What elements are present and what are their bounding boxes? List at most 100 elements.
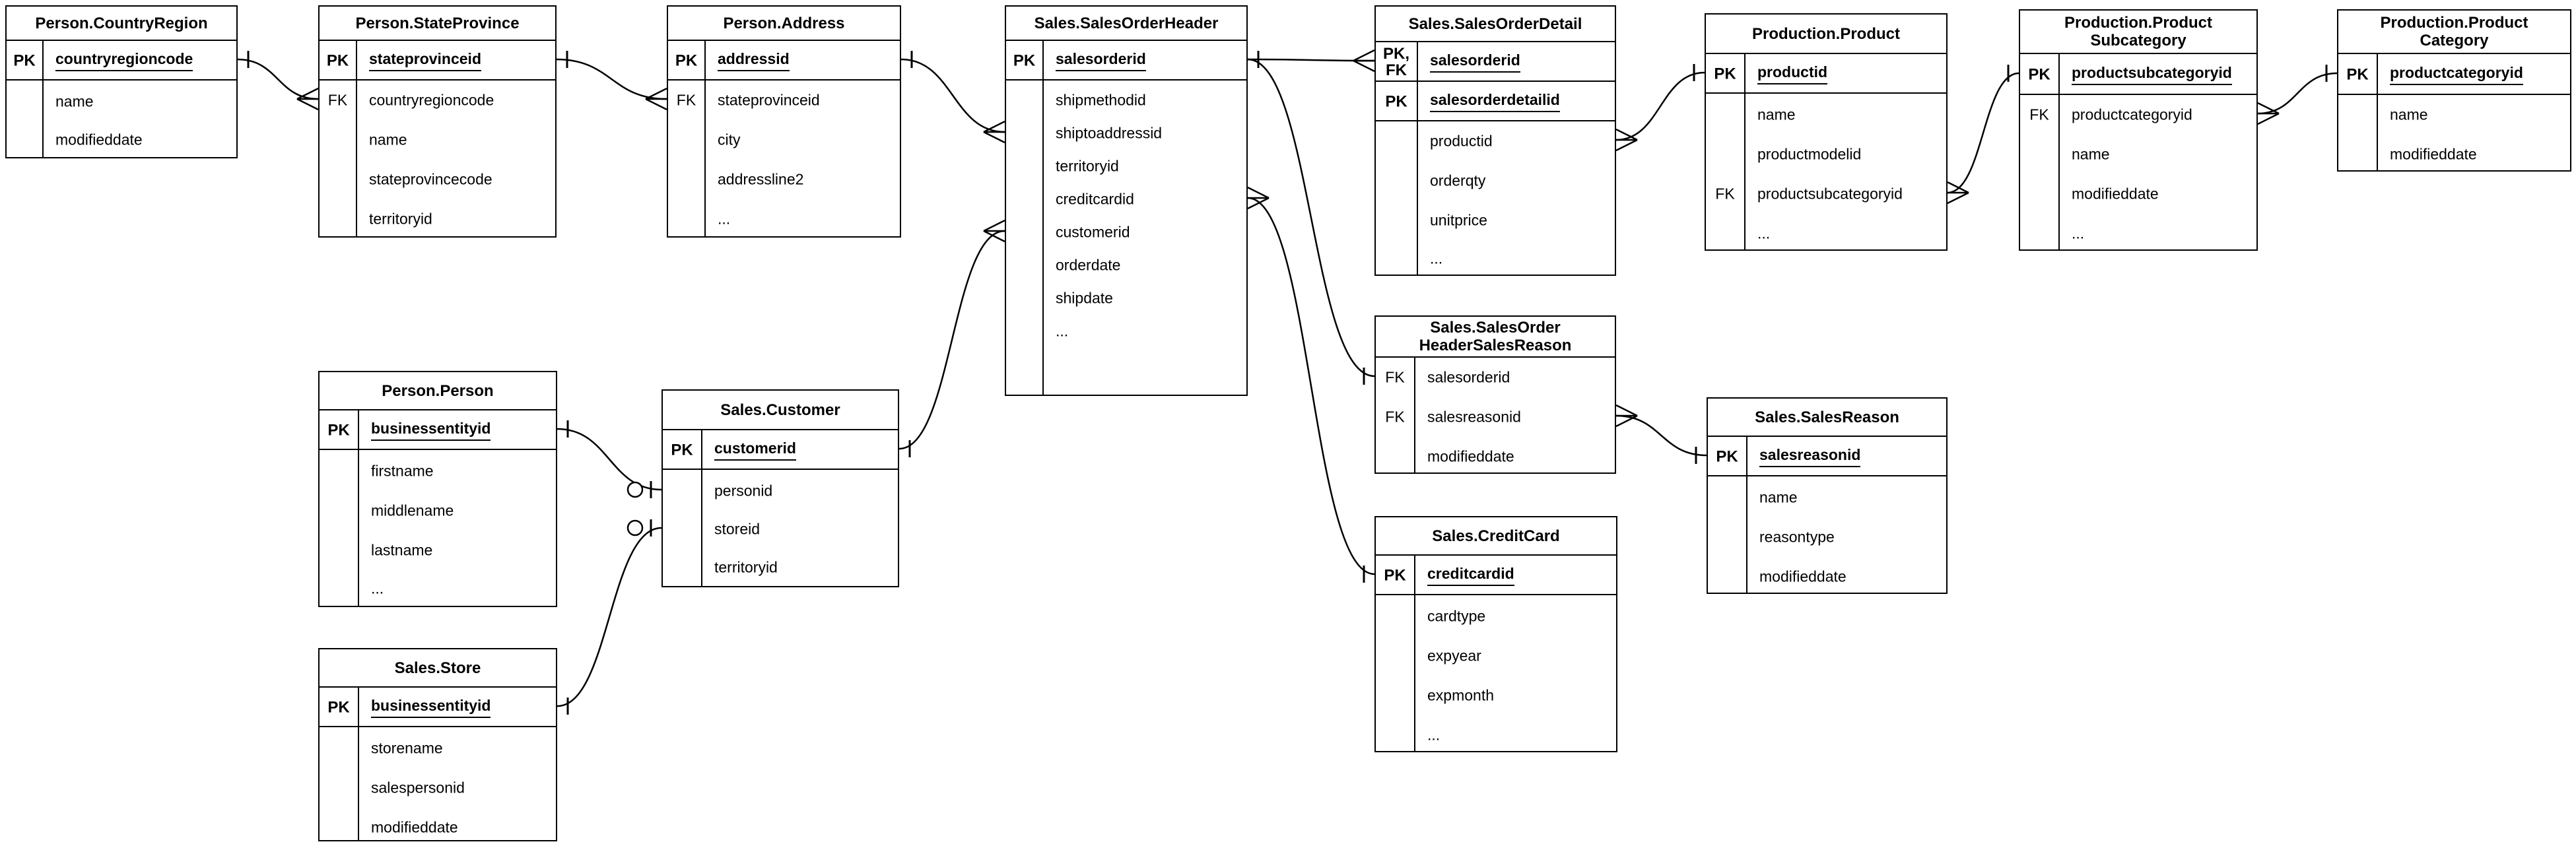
key-badge: PK, FK bbox=[1382, 45, 1410, 79]
key-column-divider bbox=[42, 41, 44, 157]
attribute-name: firstname bbox=[371, 462, 434, 480]
key-column-divider bbox=[1042, 41, 1044, 395]
attribute-name: name bbox=[1757, 106, 1796, 123]
attribute-name: name bbox=[2390, 106, 2428, 123]
row-divider bbox=[663, 468, 898, 470]
entity-title: Person.StateProvince bbox=[320, 7, 555, 41]
key-badge: PK bbox=[327, 421, 350, 439]
entity-title-line: Sales.SalesOrderDetail bbox=[1408, 15, 1582, 33]
key-badge: PK bbox=[1716, 447, 1738, 466]
entity-title-line: Production.Product bbox=[1752, 24, 1900, 43]
attribute-name-pk: salesorderid bbox=[1430, 51, 1520, 73]
attribute-name: ... bbox=[2072, 224, 2085, 242]
attribute-name: productsubcategoryid bbox=[1757, 185, 1903, 203]
entity-title: Sales.SalesOrderDetail bbox=[1376, 7, 1615, 42]
attribute-name: ... bbox=[1056, 322, 1069, 340]
row-divider bbox=[320, 448, 556, 450]
attribute-name: addressline2 bbox=[718, 170, 804, 188]
attribute-name-pk: creditcardid bbox=[1427, 565, 1514, 586]
attribute-name: unitprice bbox=[1430, 211, 1487, 229]
cardinality-marker-many bbox=[983, 120, 1005, 144]
key-column-divider bbox=[704, 41, 706, 236]
row-divider bbox=[668, 79, 900, 81]
attribute-name-pk: salesreasonid bbox=[1759, 446, 1861, 467]
attribute-name-pk: salesorderid bbox=[1056, 50, 1146, 71]
key-badge: FK bbox=[327, 91, 348, 109]
relationship-stateprovince-address bbox=[556, 58, 667, 100]
attribute-name: territoryid bbox=[1056, 157, 1119, 175]
row-divider bbox=[1376, 119, 1615, 121]
entity-title-line: Sales.Store bbox=[394, 659, 481, 677]
attribute-name: countryregioncode bbox=[369, 91, 494, 109]
attribute-name: productcategoryid bbox=[2072, 106, 2192, 123]
cardinality-marker-zero bbox=[627, 519, 644, 537]
attribute-name: territoryid bbox=[714, 558, 778, 576]
entity-title-line: Category bbox=[2420, 32, 2489, 49]
row-divider bbox=[2020, 93, 2256, 95]
relationship-productsubcategory-productcategory bbox=[2257, 72, 2338, 115]
entity-title: Sales.CreditCard bbox=[1376, 517, 1616, 556]
attribute-name: ... bbox=[718, 210, 731, 228]
entity-title-line: HeaderSalesReason bbox=[1419, 337, 1572, 354]
attribute-name: expmonth bbox=[1427, 686, 1495, 704]
attribute-name-pk: businessentityid bbox=[371, 420, 491, 441]
attribute-name: modifieddate bbox=[1759, 568, 1847, 585]
key-badge: FK bbox=[1715, 185, 1735, 203]
attribute-name: shipmethodid bbox=[1056, 91, 1146, 109]
relationship-customer-salesorderheader bbox=[898, 230, 1005, 450]
key-badge: PK bbox=[671, 441, 693, 459]
attribute-name: territoryid bbox=[369, 210, 432, 228]
attribute-name: orderqty bbox=[1430, 172, 1486, 189]
key-badge: PK bbox=[1384, 566, 1406, 585]
key-column-divider bbox=[1417, 42, 1418, 275]
relationship-salesorderdetail-product bbox=[1615, 71, 1705, 141]
attribute-name-pk: customerid bbox=[714, 439, 796, 461]
attribute-name-pk: countryregioncode bbox=[55, 50, 193, 71]
attribute-name: creditcardid bbox=[1056, 190, 1134, 208]
relationship-store-customer bbox=[557, 527, 662, 707]
attribute-name: ... bbox=[1427, 726, 1441, 744]
key-column-divider bbox=[358, 688, 359, 840]
row-divider bbox=[1708, 474, 1946, 476]
attribute-name-pk: stateprovinceid bbox=[369, 50, 481, 71]
attribute-name: name bbox=[1759, 488, 1798, 506]
entity-title: Person.Address bbox=[668, 7, 900, 41]
row-divider bbox=[7, 79, 236, 81]
entity-title-line: Sales.SalesOrder bbox=[1430, 319, 1561, 337]
key-badge: PK bbox=[326, 51, 349, 70]
attribute-name: middlename bbox=[371, 502, 454, 519]
relationship-countryregion-stateprovince bbox=[237, 58, 319, 100]
entity-title-line: Production.Product bbox=[2064, 14, 2212, 32]
attribute-name-pk: salesorderdetailid bbox=[1430, 91, 1560, 112]
entity-title-line: Sales.CreditCard bbox=[1432, 527, 1560, 545]
relationship-headersalesreason-salesreason bbox=[1615, 414, 1707, 457]
entity-title-line: Person.CountryRegion bbox=[35, 14, 208, 32]
key-badge: FK bbox=[1385, 368, 1405, 386]
key-column-divider bbox=[1746, 437, 1747, 593]
key-badge: PK bbox=[1385, 92, 1407, 111]
row-divider bbox=[2338, 93, 2570, 95]
entity-title: Sales.Customer bbox=[663, 391, 898, 430]
attribute-name: shipdate bbox=[1056, 289, 1113, 307]
attribute-name: stateprovincecode bbox=[369, 170, 492, 188]
attribute-name: modifieddate bbox=[1427, 447, 1514, 465]
row-divider bbox=[320, 725, 556, 727]
key-badge: PK bbox=[1013, 51, 1036, 70]
relationship-salesorderheader-creditcard bbox=[1247, 197, 1375, 575]
key-column-divider bbox=[356, 41, 357, 236]
attribute-name: productid bbox=[1430, 132, 1493, 150]
attribute-name: orderdate bbox=[1056, 256, 1121, 274]
entity-title: Sales.SalesReason bbox=[1708, 399, 1946, 437]
key-badge: PK bbox=[13, 51, 36, 70]
key-column-divider bbox=[1414, 556, 1415, 751]
attribute-name: name bbox=[55, 92, 94, 110]
